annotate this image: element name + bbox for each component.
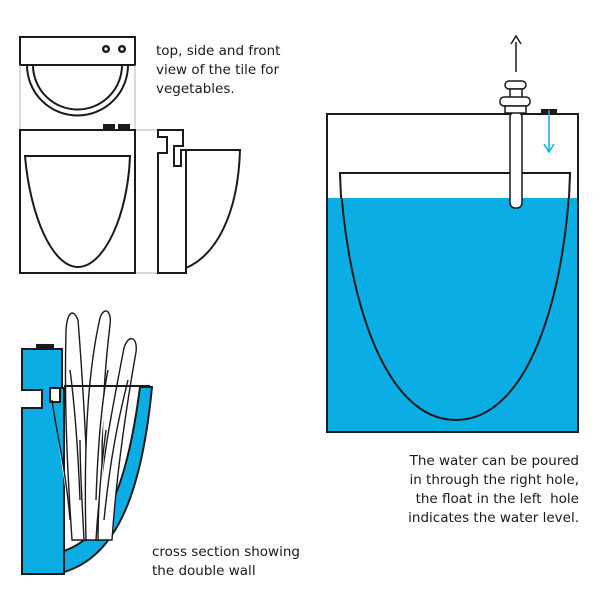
front-view-knob-right [118, 124, 130, 129]
side-view [157, 129, 242, 274]
float-stem [509, 111, 523, 209]
top-view [19, 36, 136, 117]
projection-guides [19, 65, 158, 274]
front-view-knob-left [103, 124, 115, 129]
top-view-bowl-outer [26, 64, 129, 117]
section-caption: cross section showing the double wall [152, 543, 300, 581]
up-arrow-icon [510, 34, 522, 72]
water-caption-line-1: The water can be poured [409, 453, 579, 469]
water-caption-line-2: in through the right hole, [409, 472, 579, 488]
vegetable-leeks [51, 310, 137, 541]
front-view-cup [23, 155, 132, 269]
float-indicator [499, 80, 531, 209]
water-caption-line-4: indicates the water level. [408, 510, 579, 526]
cross-section-knob [36, 344, 54, 350]
cross-section [21, 310, 154, 575]
top-view-rim [19, 36, 136, 66]
float-cap [499, 96, 531, 107]
front-view [19, 124, 136, 274]
views-caption: top, side and front view of the tile for… [156, 42, 280, 99]
views-caption-line-1: top, side and front [156, 43, 281, 59]
water-caption: The water can be poured in through the r… [408, 452, 579, 528]
side-view-wall [157, 129, 187, 274]
water-section [326, 34, 579, 433]
water-caption-line-3: the float in the left hole [415, 491, 579, 507]
section-caption-line-2: the double wall [152, 563, 256, 579]
side-view-bowl [185, 149, 242, 269]
down-arrow-icon [543, 110, 555, 154]
views-caption-line-2: view of the tile for [156, 62, 280, 78]
top-view-bowl-inner [32, 64, 123, 111]
front-view-body [19, 129, 136, 274]
views-caption-line-3: vegetables. [156, 81, 235, 97]
water-section-cup [338, 172, 572, 422]
cross-section-wall [21, 348, 65, 575]
section-caption-line-1: cross section showing [152, 544, 300, 560]
